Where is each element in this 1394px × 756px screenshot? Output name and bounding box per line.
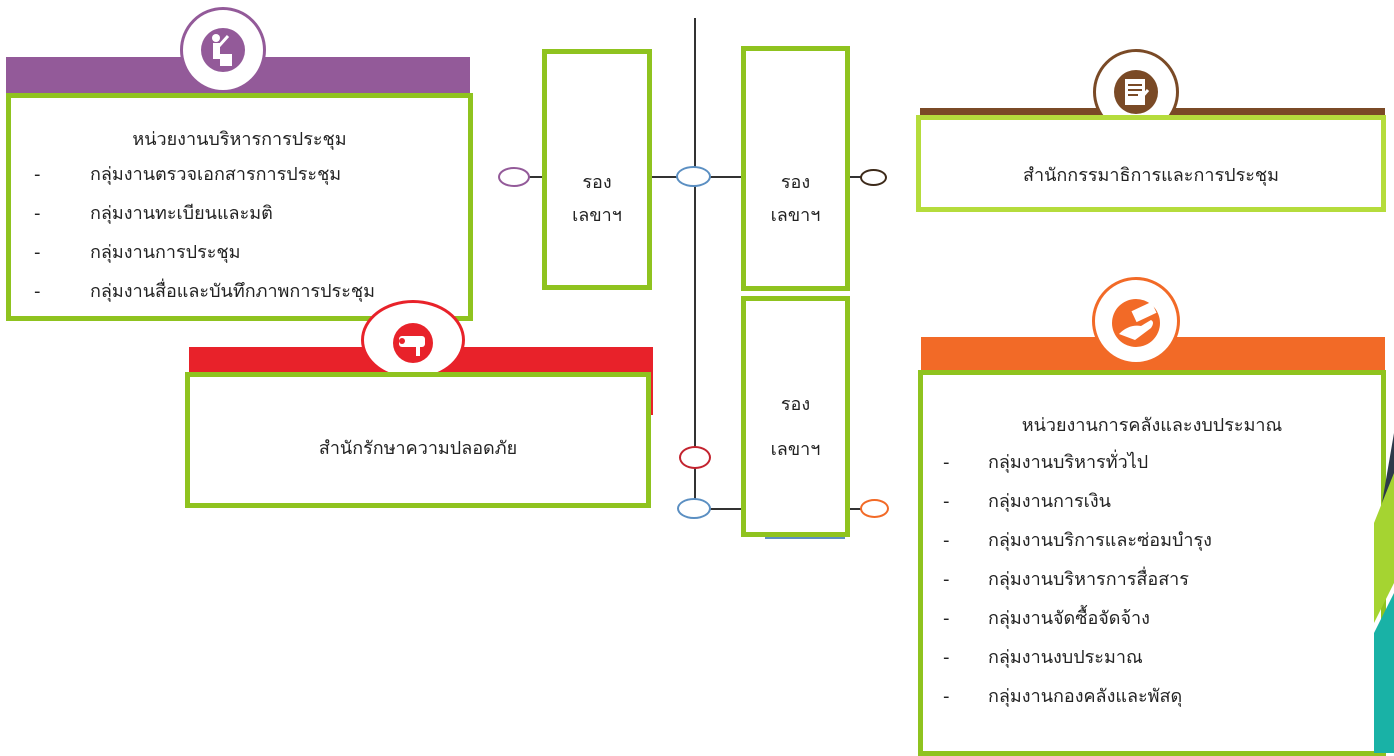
central-vertical-line (694, 18, 696, 511)
committee-office-title: สำนักกรรมาธิการและการประชุม (1023, 165, 1279, 186)
committee-office-box: สำนักกรรมาธิการและการประชุม (916, 115, 1386, 212)
security-office-icon-circle (361, 300, 465, 380)
deputy-label-line2: เลขาฯ (770, 205, 821, 226)
connector-right-deputy (848, 176, 862, 178)
connector-ring-orange (860, 499, 889, 518)
blue-accent-bar (765, 535, 845, 539)
deputy-label-line1: รอง (780, 172, 811, 193)
presenter-icon (201, 28, 245, 72)
security-office-title: สำนักรักษาความปลอดภัย (318, 438, 518, 459)
deputy-box-right-top: รอง เลขาฯ (741, 46, 850, 291)
deputy-label-line1: รอง (780, 394, 811, 415)
notepad-icon (1114, 70, 1158, 114)
security-office-box: สำนักรักษาความปลอดภัย (185, 372, 651, 508)
finance-unit-icon-circle (1092, 277, 1180, 365)
connector-left-deputy (528, 176, 544, 178)
connector-ring-blue-bottom (677, 498, 711, 519)
connector-ring-brown (860, 169, 887, 186)
deputy-label-line2: เลขาฯ (572, 205, 622, 226)
deputy-label-line2: เลขาฯ (770, 439, 821, 460)
decorative-corner-shapes (1374, 433, 1394, 753)
finance-unit-title: หน่วยงานการคลังและงบประมาณ (1021, 415, 1283, 436)
connector-ring-blue-top (676, 166, 711, 187)
connector-bottom-right (848, 508, 862, 510)
deputy-box-right-bottom: รอง เลขาฯ (741, 296, 850, 537)
meeting-unit-icon-circle (180, 7, 266, 93)
security-camera-icon (393, 323, 433, 363)
connector-bottom (710, 508, 744, 510)
meeting-unit-title: หน่วยงานบริหารการประชุม (132, 129, 347, 150)
deputy-box-left: รอง เลขาฯ (542, 49, 652, 290)
money-hand-icon (1112, 299, 1160, 347)
meeting-unit-box: หน่วยงานบริหารการประชุม -กลุ่มงานตรวจเอก… (6, 93, 473, 321)
connector-ring-red (679, 446, 711, 469)
finance-unit-box: หน่วยงานการคลังและงบประมาณ -กลุ่มงานบริห… (918, 370, 1386, 756)
connector-ring-purple (498, 167, 530, 187)
deputy-label-line1: รอง (582, 172, 612, 193)
